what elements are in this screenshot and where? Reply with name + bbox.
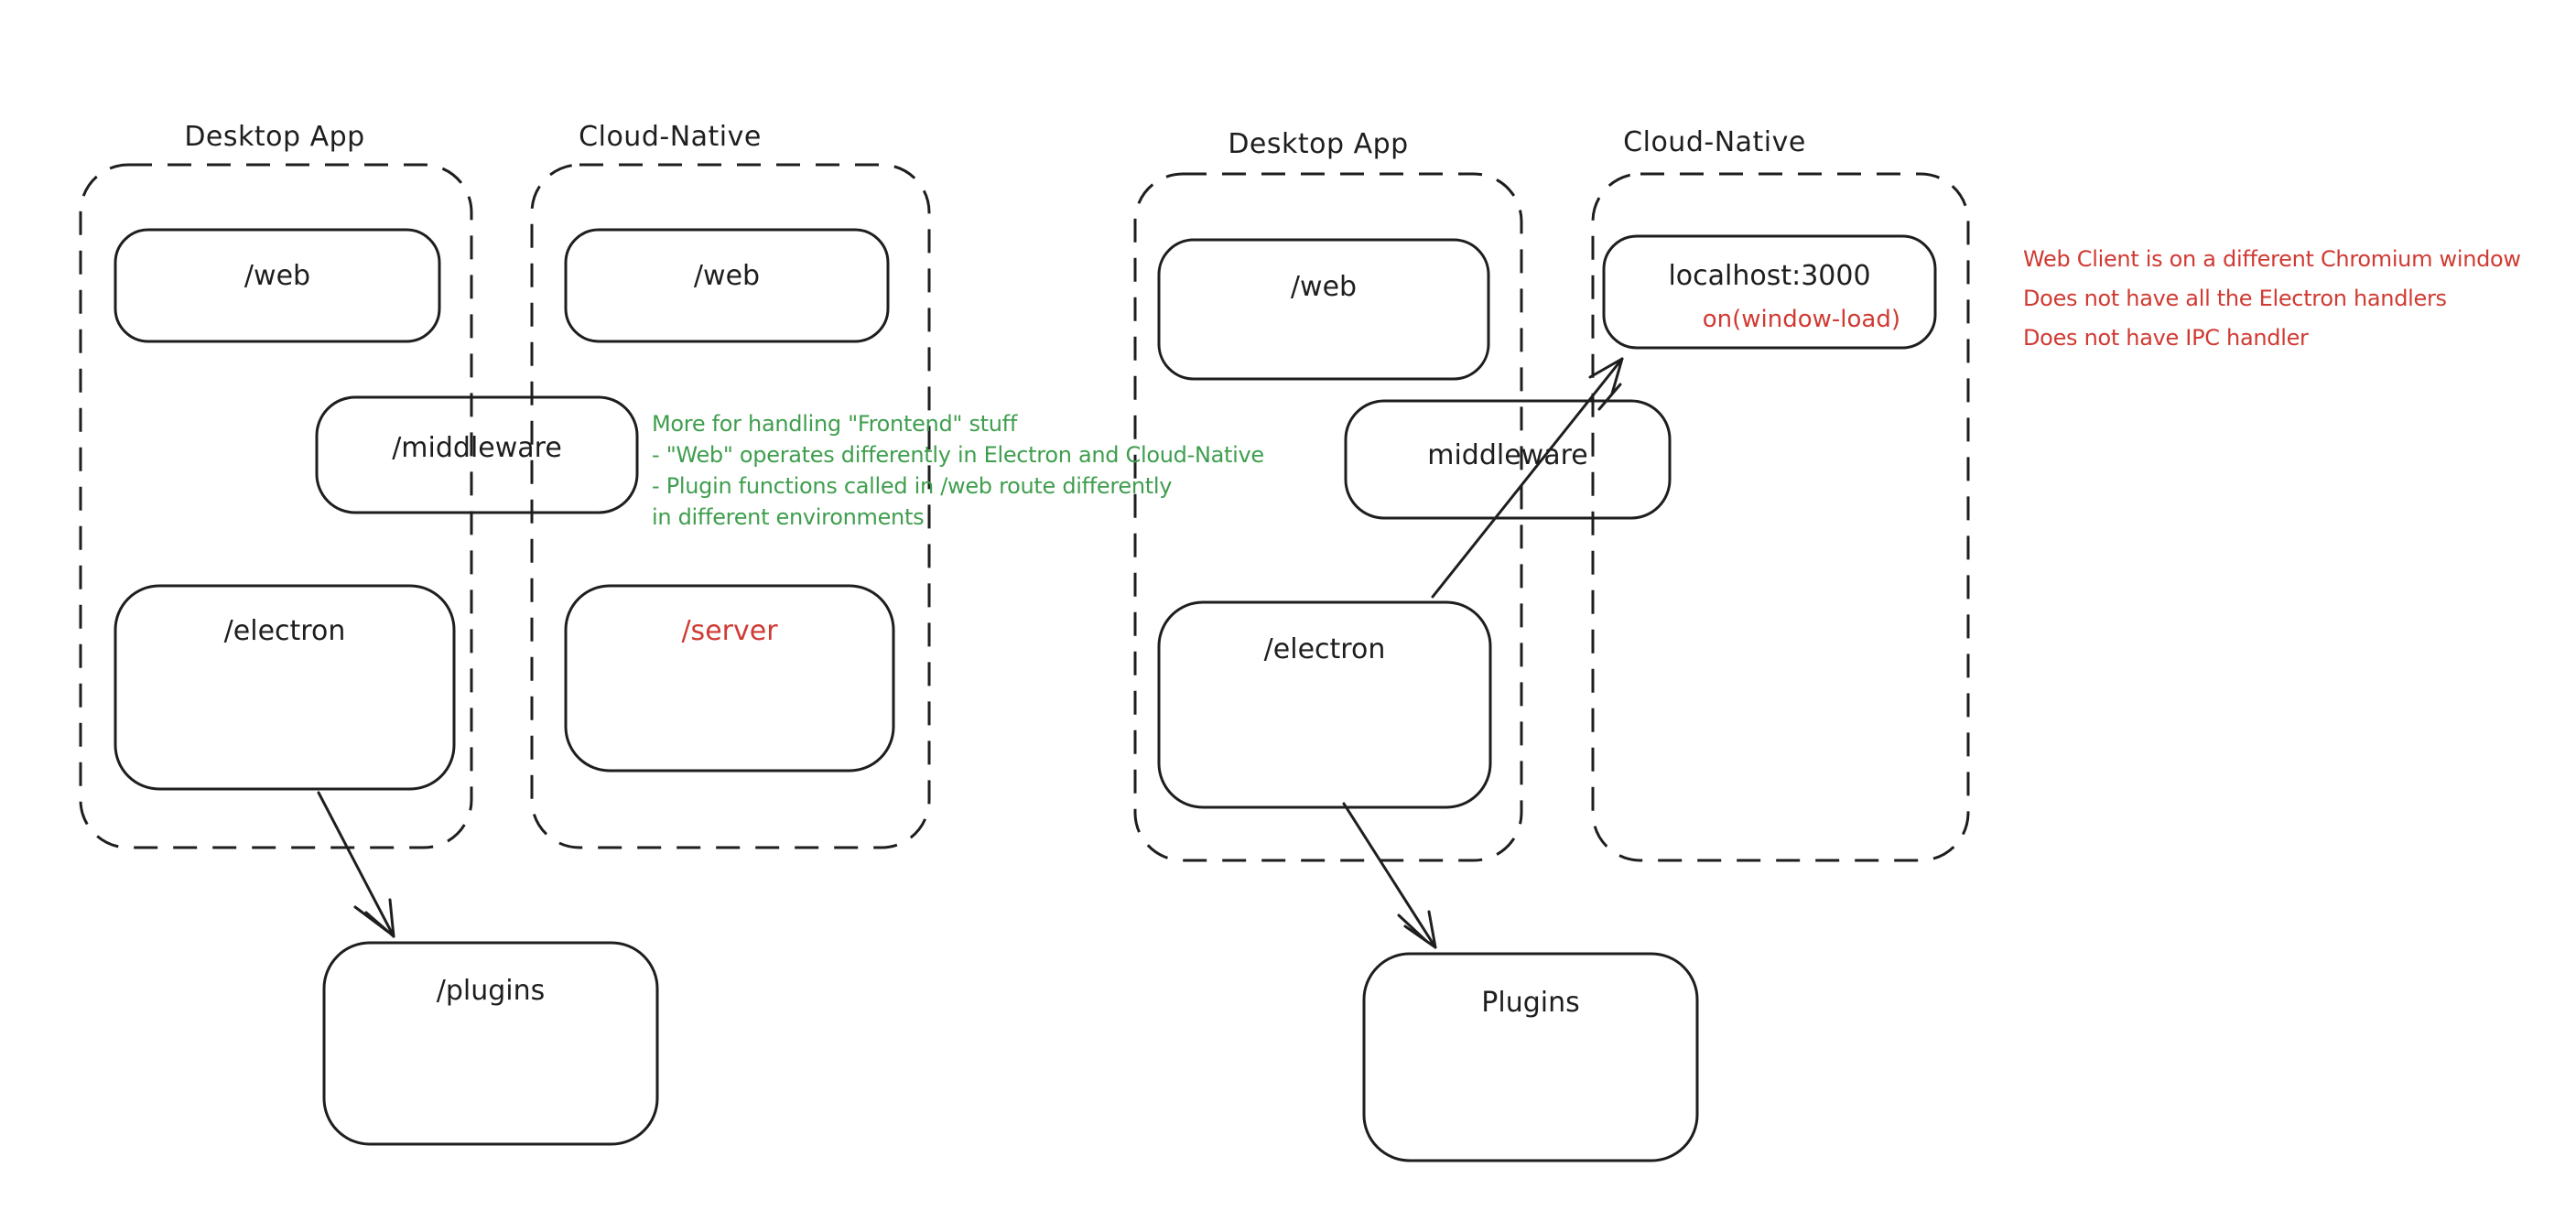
right-middleware-box[interactable]: [1344, 399, 1672, 520]
left-middleware-box[interactable]: [315, 395, 639, 514]
right-plugins-box[interactable]: [1362, 952, 1699, 1162]
left-web-cloud-label[interactable]: /web: [693, 260, 761, 292]
green-annotation-line: - "Web" operates differently in Electron…: [652, 442, 1264, 468]
left-cloud-native-title[interactable]: Cloud-Native: [579, 121, 762, 153]
left-server-box[interactable]: [564, 584, 895, 773]
arrow-right-electron-to-localhost[interactable]: [1431, 357, 1624, 599]
arrow-left-electron-to-plugins[interactable]: [317, 791, 395, 938]
left-electron-label[interactable]: /electron: [223, 615, 346, 647]
right-cloud-native-title[interactable]: Cloud-Native: [1623, 126, 1806, 158]
right-localhost-box[interactable]: [1602, 234, 1937, 350]
left-plugins-box[interactable]: [322, 941, 659, 1146]
red-annotation-line: Web Client is on a different Chromium wi…: [2023, 246, 2521, 272]
left-cloud-native-container[interactable]: [530, 163, 931, 849]
right-localhost-label[interactable]: localhost:3000: [1668, 260, 1871, 292]
green-annotation-line: More for handling "Frontend" stuff: [652, 411, 1017, 437]
right-middleware-label[interactable]: middleware: [1427, 439, 1588, 471]
left-electron-box[interactable]: [114, 584, 456, 791]
right-web-box[interactable]: [1157, 238, 1490, 381]
right-electron-box[interactable]: [1157, 600, 1492, 809]
right-desktop-app-container[interactable]: [1133, 172, 1523, 862]
left-web-desktop-label[interactable]: /web: [244, 260, 311, 292]
right-desktop-app-title[interactable]: Desktop App: [1228, 128, 1409, 160]
left-web-cloud-box[interactable]: [564, 228, 890, 343]
arrow-right-electron-to-plugins[interactable]: [1342, 802, 1437, 949]
left-desktop-app-title[interactable]: Desktop App: [184, 121, 365, 153]
green-annotation-line: - Plugin functions called in /web route …: [652, 473, 1173, 499]
left-server-label[interactable]: /server: [681, 615, 778, 647]
right-localhost-event-label[interactable]: on(window-load): [1702, 306, 1900, 333]
left-desktop-app-container[interactable]: [79, 163, 473, 849]
left-web-desktop-box[interactable]: [114, 228, 441, 343]
red-annotation[interactable]: Web Client is on a different Chromium wi…: [2023, 240, 2521, 358]
left-plugins-label[interactable]: /plugins: [436, 975, 546, 1007]
right-web-label[interactable]: /web: [1290, 271, 1358, 303]
green-annotation-line: in different environments: [652, 504, 925, 530]
right-electron-label[interactable]: /electron: [1263, 633, 1386, 665]
red-annotation-line: Does not have IPC handler: [2023, 325, 2309, 351]
right-plugins-label[interactable]: Plugins: [1481, 987, 1580, 1019]
green-annotation[interactable]: More for handling "Frontend" stuff - "We…: [652, 408, 1264, 533]
red-annotation-line: Does not have all the Electron handlers: [2023, 286, 2447, 311]
left-middleware-label[interactable]: /middleware: [392, 432, 562, 464]
